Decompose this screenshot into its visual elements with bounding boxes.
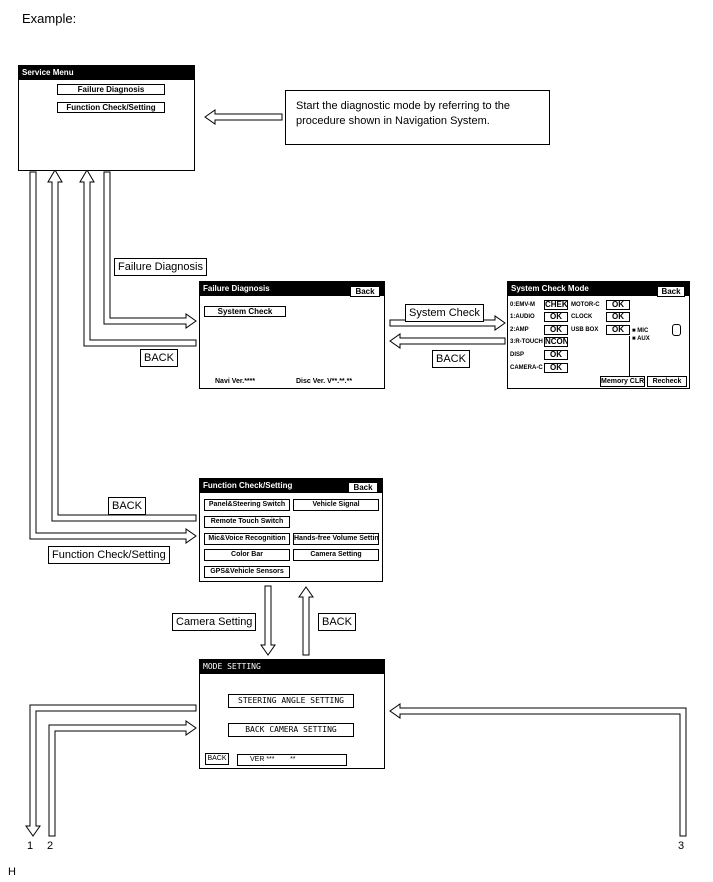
label-camera-setting: Camera Setting xyxy=(172,613,257,631)
status-box: OK xyxy=(606,300,630,310)
color-bar-button[interactable]: Color Bar xyxy=(204,549,290,561)
label-back-3: BACK xyxy=(108,497,146,515)
version-display: VER *** ** xyxy=(237,754,347,766)
output-3: 3 xyxy=(678,840,685,852)
failure-diagnosis-button[interactable]: Failure Diagnosis xyxy=(57,84,165,95)
divider xyxy=(629,336,630,376)
function-check-button[interactable]: Function Check/Setting xyxy=(57,102,165,113)
mode-setting-screen: MODE SETTING STEERING ANGLE SETTING BACK… xyxy=(199,659,385,769)
label-back-2: BACK xyxy=(432,350,470,368)
row-label: 3:R-TOUCH xyxy=(510,339,543,345)
status-box: OK xyxy=(544,325,568,335)
service-menu-screen: Service Menu Failure Diagnosis Function … xyxy=(18,65,195,171)
navi-version: Navi Ver.**** xyxy=(215,378,256,385)
recheck-button[interactable]: Recheck xyxy=(647,376,687,387)
memory-clr-button[interactable]: Memory CLR xyxy=(600,376,645,387)
arrow-system-check xyxy=(389,315,506,331)
panel-steering-switch-button[interactable]: Panel&Steering Switch xyxy=(204,499,290,511)
callout-arrow xyxy=(204,109,283,125)
row-label: CAMERA-C xyxy=(510,365,543,371)
arrow-to-function-check xyxy=(29,171,197,544)
label-back-4: BACK xyxy=(318,613,356,631)
row-label: 0:EMV-M xyxy=(510,302,536,308)
steering-angle-setting-button[interactable]: STEERING ANGLE SETTING xyxy=(228,694,354,708)
arrow-camera-setting xyxy=(260,585,276,656)
function-back-button[interactable]: Back xyxy=(348,482,378,493)
vehicle-signal-button[interactable]: Vehicle Signal xyxy=(293,499,379,511)
hands-free-volume-button[interactable]: Hands-free Volume Setting xyxy=(293,533,379,545)
callout-text: Start the diagnostic mode by referring t… xyxy=(296,100,511,127)
service-menu-title: Service Menu xyxy=(19,66,194,80)
label-failure-diagnosis: Failure Diagnosis xyxy=(114,258,207,276)
label-system-check: System Check xyxy=(405,304,484,322)
label-function-check: Function Check/Setting xyxy=(48,546,170,564)
arrow-back-from-failure xyxy=(79,169,197,347)
row-label: 1:AUDIO xyxy=(510,314,535,320)
failure-back-button[interactable]: Back xyxy=(350,286,380,297)
example-label: Example: xyxy=(22,11,77,26)
arrow-back-to-function xyxy=(298,586,314,656)
mode-setting-title: MODE SETTING xyxy=(200,660,384,674)
function-check-screen: Function Check/Setting Back Panel&Steeri… xyxy=(199,478,383,582)
system-check-title: System Check Mode xyxy=(508,282,689,296)
failure-diagnosis-title: Failure Diagnosis xyxy=(200,282,384,296)
system-check-mode-screen: System Check Mode Back 0:EMV-M CHEK 1:AU… xyxy=(507,281,690,389)
mic-icon xyxy=(672,324,681,336)
row-label: USB BOX xyxy=(571,327,599,333)
instruction-callout: Start the diagnostic mode by referring t… xyxy=(285,90,550,145)
row-label: 2:AMP xyxy=(510,327,529,333)
mic-label: ■ MIC xyxy=(632,328,649,334)
mic-voice-recognition-button[interactable]: Mic&Voice Recognition xyxy=(204,533,290,545)
arrow-output-2 xyxy=(48,720,197,837)
remote-touch-switch-button[interactable]: Remote Touch Switch xyxy=(204,516,290,528)
status-box: OK xyxy=(544,312,568,322)
system-check-button[interactable]: System Check xyxy=(204,306,286,317)
disc-version: Disc Ver. V**.**.** xyxy=(296,378,353,385)
footer-letter: H xyxy=(8,866,16,878)
gps-vehicle-sensors-button[interactable]: GPS&Vehicle Sensors xyxy=(204,566,290,578)
output-1: 1 xyxy=(27,840,34,852)
status-box: OK xyxy=(544,350,568,360)
mode-back-button[interactable]: BACK xyxy=(205,753,229,765)
system-check-back-button[interactable]: Back xyxy=(657,286,685,297)
failure-diagnosis-screen: Failure Diagnosis Back System Check Navi… xyxy=(199,281,385,389)
row-label: DISP xyxy=(510,352,525,358)
arrow-back-from-function xyxy=(47,169,197,522)
arrow-back-from-system-check xyxy=(389,333,506,349)
status-box: NCON xyxy=(544,337,568,347)
arrow-to-failure-diagnosis xyxy=(103,171,197,329)
back-camera-setting-button[interactable]: BACK CAMERA SETTING xyxy=(228,723,354,737)
camera-setting-button[interactable]: Camera Setting xyxy=(293,549,379,561)
arrow-output-3 xyxy=(389,703,687,837)
status-box: CHEK xyxy=(544,300,568,310)
aux-label: ■ AUX xyxy=(632,336,650,342)
label-back-1: BACK xyxy=(140,349,178,367)
status-box: OK xyxy=(544,363,568,373)
status-box: OK xyxy=(606,325,630,335)
function-check-title: Function Check/Setting xyxy=(200,479,382,493)
arrow-output-1 xyxy=(25,704,197,837)
row-label: MOTOR-C xyxy=(571,302,600,308)
row-label: CLOCK xyxy=(571,314,593,320)
output-2: 2 xyxy=(47,840,54,852)
status-box: OK xyxy=(606,312,630,322)
